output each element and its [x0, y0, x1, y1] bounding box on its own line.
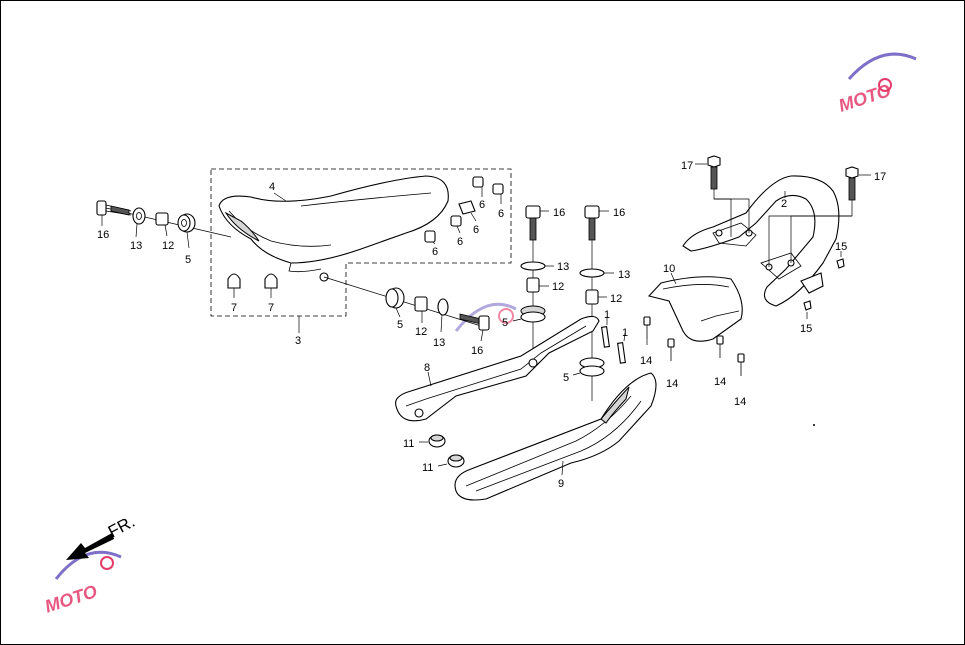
callout-13-d-alt: 13 [618, 269, 630, 281]
bolt-16-center [459, 313, 490, 331]
callout-5-d: 5 [563, 372, 569, 384]
callout-7-a: 7 [231, 302, 237, 314]
seat-assembly-outline [210, 168, 512, 317]
watermark-text: MOTO [836, 80, 893, 116]
callout-5-a: 5 [185, 254, 191, 266]
callout-8: 8 [424, 362, 430, 374]
callout-17-a: 17 [681, 160, 693, 172]
grommet-5-left [177, 213, 196, 233]
watermark-text: MOTO [42, 581, 99, 617]
callout-7-b: 7 [268, 302, 274, 314]
callout-16-a: 16 [97, 229, 109, 241]
callout-14-d: 14 [734, 396, 746, 408]
callout-12-d-alt: 12 [610, 293, 622, 305]
callout-6-e: 6 [432, 246, 438, 258]
callout-6-a: 6 [479, 199, 485, 211]
callout-12-a: 12 [162, 240, 174, 252]
washer-13-left [132, 207, 146, 225]
seat [218, 175, 449, 282]
callout-3: 3 [295, 335, 301, 347]
callout-16-c: 16 [553, 207, 565, 219]
watermark-logo-top-right: MOTO [836, 52, 917, 116]
front-direction-arrow-icon [66, 533, 114, 560]
watermark-logo-center [454, 302, 517, 332]
seat-frame-bracket [395, 315, 600, 422]
bolts-17 [707, 155, 859, 201]
hardware-stack-right [579, 205, 605, 401]
callout-5-c: 5 [502, 317, 508, 329]
rubber-foot-7 [227, 273, 278, 289]
callout-13-a: 13 [130, 240, 142, 252]
callout-10: 10 [663, 263, 675, 275]
spacer-12-center [414, 296, 428, 312]
callout-2: 2 [781, 198, 787, 210]
callout-14-b: 14 [666, 378, 678, 390]
callout-17-b: 17 [874, 171, 886, 183]
clip-set-6 [424, 176, 504, 243]
callout-11-a: 11 [403, 438, 414, 450]
hardware-stack-left [520, 205, 546, 361]
screws-14 [643, 316, 745, 376]
callout-14-c: 14 [714, 376, 726, 388]
callout-14-a: 14 [640, 355, 652, 367]
bolt-16-left [96, 200, 132, 216]
pin-1 [601, 326, 626, 364]
callout-6-d: 6 [457, 236, 463, 248]
callout-12-b: 12 [415, 326, 427, 338]
spacer-12-left [155, 212, 169, 226]
callout-6-c: 6 [473, 224, 479, 236]
callout-9: 9 [558, 478, 564, 490]
callout-15-a: 15 [835, 241, 847, 253]
callout-13-b: 13 [433, 337, 445, 349]
callout-11-b: 11 [422, 462, 433, 474]
callout-16-d: 16 [613, 207, 625, 219]
screws-15 [803, 258, 845, 311]
grommet-11 [428, 434, 465, 468]
watermark-logo-bottom-left: MOTO [42, 550, 122, 617]
callout-12-c: 12 [552, 281, 564, 293]
grommet-5-center [385, 287, 405, 309]
rear-cover [647, 276, 743, 342]
washer-13-center [437, 298, 449, 316]
callout-1-b: 1 [622, 327, 628, 339]
side-cover [454, 372, 657, 501]
callout-16-b: 16 [471, 345, 483, 357]
callout-5-b: 5 [397, 319, 403, 331]
callout-6-b: 6 [498, 208, 504, 220]
callout-15-b: 15 [800, 323, 812, 335]
callout-13-c: 13 [557, 261, 569, 273]
callout-4: 4 [269, 181, 275, 193]
callout-1-a: 1 [604, 309, 610, 321]
